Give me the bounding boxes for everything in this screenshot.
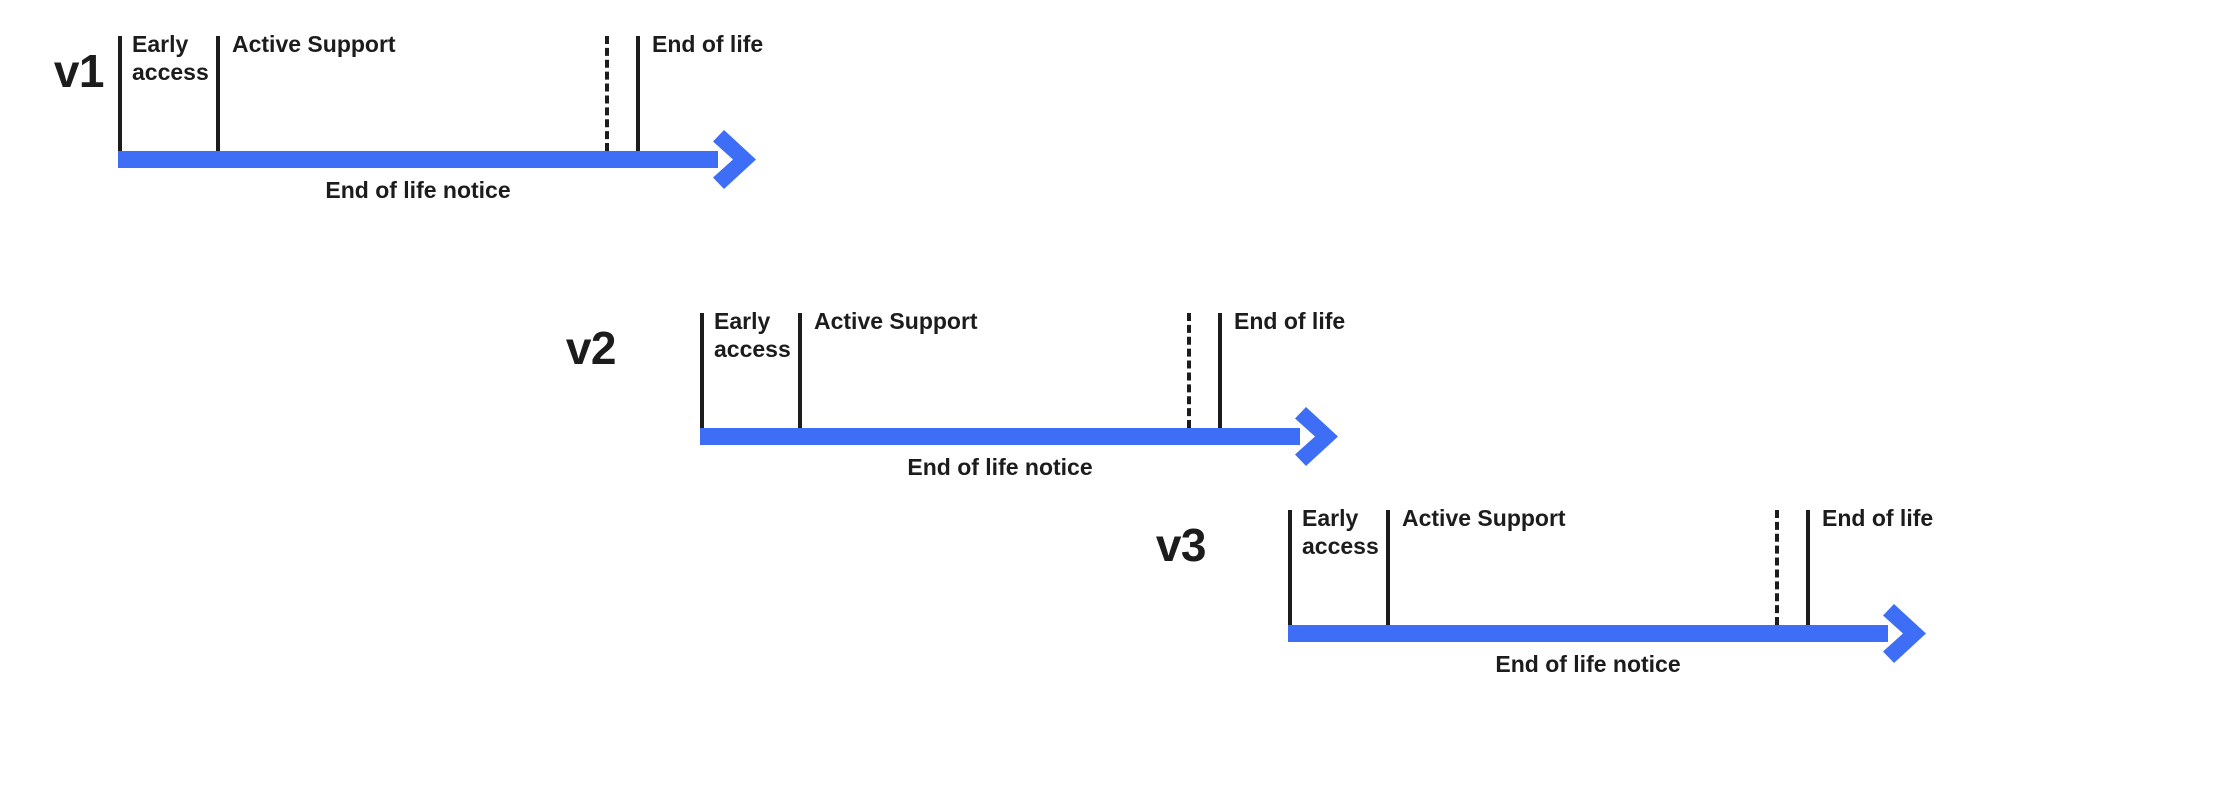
notice-label-v3: End of life notice [1495, 651, 1681, 677]
end-of-life-notice-marker-v3 [1775, 510, 1779, 625]
arrow-right-icon-v1 [704, 125, 774, 195]
phase-label-end-of-life-v1: End of life [652, 31, 764, 57]
lifecycle-track-v3: Early access Active Support End of life … [1220, 492, 2228, 722]
phase-divider-early-access-v1 [118, 36, 122, 151]
timeline-bar-v1 [118, 151, 718, 168]
phase-label-end-of-life-v2: End of life [1234, 308, 1346, 334]
version-label-v3: v3 [1155, 519, 1207, 571]
version-label-v1: v1 [53, 45, 105, 97]
phase-divider-end-of-life-v1 [636, 36, 640, 151]
timeline-bar-v3 [1288, 625, 1888, 642]
phase-divider-active-support-v1 [216, 36, 220, 151]
phase-divider-end-of-life-v3 [1806, 510, 1810, 625]
timeline-bar-v2 [700, 428, 1300, 445]
arrow-right-icon-v2 [1286, 402, 1356, 472]
lifecycle-track-v1: Early access Active Support End of life … [118, 18, 948, 248]
lifecycle-row-v2: v2 Early access Active Support End of li… [530, 295, 1630, 525]
phase-divider-early-access-v3 [1288, 510, 1292, 625]
lifecycle-row-v1: v1 Early access Active Support End of li… [18, 18, 948, 248]
notice-label-v1: End of life notice [325, 177, 511, 203]
lifecycle-row-v3: v3 Early access Active Support End of li… [1120, 492, 2228, 722]
end-of-life-notice-marker-v2 [1187, 313, 1191, 428]
phase-label-active-support-v2: Active Support [814, 308, 978, 334]
phase-label-early-access-v1: Early access [132, 31, 209, 86]
phase-divider-early-access-v2 [700, 313, 704, 428]
end-of-life-notice-marker-v1 [605, 36, 609, 151]
phase-divider-active-support-v2 [798, 313, 802, 428]
phase-label-active-support-v3: Active Support [1402, 505, 1566, 531]
lifecycle-track-v2: Early access Active Support End of life … [630, 295, 1630, 525]
arrow-right-icon-v3 [1874, 599, 1944, 669]
version-label-v2: v2 [565, 322, 617, 374]
phase-label-early-access-v2: Early access [714, 308, 791, 363]
phase-label-early-access-v3: Early access [1302, 505, 1379, 560]
phase-label-active-support-v1: Active Support [232, 31, 396, 57]
notice-label-v2: End of life notice [907, 454, 1093, 480]
phase-divider-active-support-v3 [1386, 510, 1390, 625]
phase-label-end-of-life-v3: End of life [1822, 505, 1934, 531]
phase-divider-end-of-life-v2 [1218, 313, 1222, 428]
